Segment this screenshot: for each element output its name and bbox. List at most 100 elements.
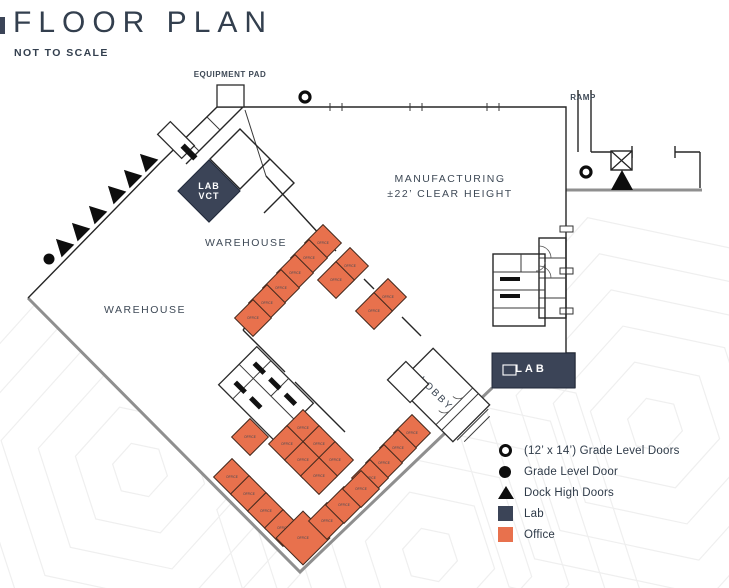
office-label: OFFICE [317,241,329,245]
office-label: OFFICE [297,458,309,462]
page-title: FLOOR PLAN [13,6,274,39]
office-label: OFFICE [243,492,255,496]
office-room [354,291,394,331]
office-label: OFFICE [275,286,287,290]
triangle-icon [71,222,91,242]
ramp-label: RAMP [570,93,596,102]
lab-vct-label-line2: VCT [199,191,220,201]
entry-rooms-walls [209,128,295,214]
dock-high-door-triangle [123,169,143,189]
office-room [230,417,270,457]
lab-vct-room [177,159,241,223]
dock-high-door-triangle-ramp [611,170,633,190]
triangle-icon [498,486,524,499]
office-label: OFFICE [281,442,293,446]
triangle-icon [55,238,75,258]
office-label: OFFICE [364,476,376,480]
office-label: OFFICE [338,503,350,507]
office-label: OFFICE [260,509,272,513]
building-footprint [28,107,575,572]
office-label: OFFICE [226,475,238,479]
office-room [299,456,339,496]
triangle-icon [139,153,159,173]
legend: (12’ x 14’) Grade Level Doors Grade Leve… [498,440,680,545]
office-label: OFFICE [247,316,259,320]
office-label: OFFICE [277,526,289,530]
top-wall-door-jambs [329,103,500,111]
office-label: OFFICE [297,426,309,430]
legend-label: (12’ x 14’) Grade Level Doors [524,444,680,457]
legend-label: Lab [524,507,544,520]
grade-level-door-open-circle-top [298,90,312,104]
office-label: OFFICE [313,442,325,446]
triangle-icon [107,185,127,205]
office-room [316,260,356,300]
office-block: OFFICE [316,260,356,300]
hex-ring [552,325,729,525]
dock-high-door-triangle [139,153,159,173]
grade-level-door-open-circle-ramp [579,165,593,179]
restrooms-center [217,345,315,443]
office-label: OFFICE [392,446,404,450]
hex-ring [216,347,640,588]
storage-rooms-east [538,237,567,319]
hex-ring [401,527,459,583]
office-label: OFFICE [382,295,394,299]
office-label: OFFICE [297,536,309,540]
hex-ring [111,442,169,498]
office-label: OFFICE [321,519,333,523]
page-subtitle: NOT TO SCALE [14,47,109,59]
filled-circle-icon [498,465,524,478]
office-label: OFFICE [244,435,256,439]
office-block: OFFICE [230,417,270,457]
lab-swatch-icon [498,506,524,521]
office-block: OFFICE [299,456,339,496]
restrooms-east [492,253,546,327]
office-room [233,298,273,338]
triangle-icon [88,205,108,225]
legend-row-office: Office [498,524,680,545]
office-label: OFFICE [303,256,315,260]
entry-stair-bar [180,143,198,161]
warehouse-upper-label: WAREHOUSE [205,237,287,249]
office-label: OFFICE [261,301,273,305]
office-label: OFFICE [378,461,390,465]
hex-ring [589,361,721,489]
crossed-box-marker [610,150,633,171]
office-block: OFFICE [341,469,381,509]
equipment-pad [216,84,245,108]
manufacturing-label-line2: ±22’ CLEAR HEIGHT [387,188,512,200]
legend-row-lab: Lab [498,503,680,524]
room-west-of-lobby [386,360,430,404]
office-label: OFFICE [330,278,342,282]
legend-row-grade-level-door: Grade Level Door [498,461,680,482]
office-block: OFFICE [354,291,394,331]
open-circle-icon [498,444,524,457]
lab-room [491,352,576,389]
office-room [341,469,381,509]
dock-high-door-triangle [71,222,91,242]
office-label: OFFICE [289,271,301,275]
warehouse-lower-label: WAREHOUSE [104,304,186,316]
office-label: OFFICE [368,309,380,313]
lobby-room: LOBBY [395,347,491,443]
corner-accent-tab [0,17,5,34]
header: FLOOR PLAN NOT TO SCALE [13,6,274,60]
legend-label: Grade Level Door [524,465,618,478]
dock-doors-group [55,153,159,258]
lab-vct-label-line1: LAB [198,181,220,191]
equipment-pad-label: EQUIPMENT PAD [194,70,267,79]
legend-label: Dock High Doors [524,486,614,499]
grade-level-door-filled-circle [43,253,55,265]
office-swatch-icon [498,527,524,542]
hex-ring [626,397,684,453]
dock-high-door-triangle [55,238,75,258]
legend-label: Office [524,528,556,541]
legend-row-dock-high-doors: Dock High Doors [498,482,680,503]
exterior-walls-gray [26,188,702,575]
triangle-icon [123,169,143,189]
offices-group: OFFICE OFFICE OFFICE OFFICE OFFICE OFFICE OFFI… [212,223,432,566]
office-label: OFFICE [406,431,418,435]
